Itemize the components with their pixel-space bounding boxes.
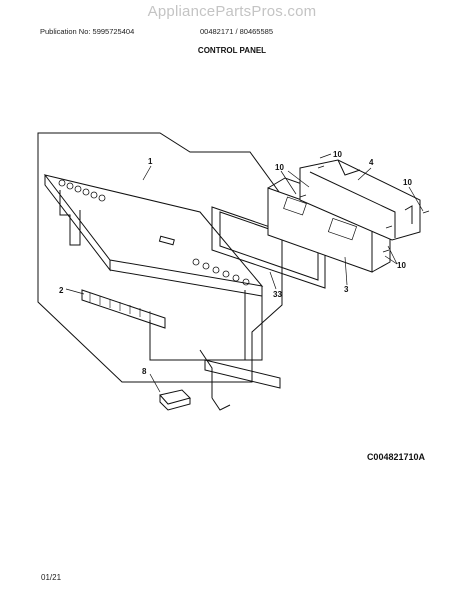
trim-strip-part-2 bbox=[81, 289, 166, 329]
connector-part-8 bbox=[159, 389, 191, 411]
site-watermark: AppliancePartsPros.com bbox=[147, 3, 317, 20]
callout-leader-lines bbox=[65, 153, 424, 393]
model-numbers: 00482171 / 80465585 bbox=[200, 27, 273, 36]
callout-10-left: 10 bbox=[275, 163, 284, 172]
publication-number: Publication No: 5995725404 bbox=[40, 27, 135, 36]
screws-part-10 bbox=[299, 165, 430, 253]
housing-part-4 bbox=[299, 159, 421, 241]
callout-33: 33 bbox=[273, 290, 282, 299]
control-panel-part-1 bbox=[43, 174, 264, 361]
section-title: CONTROL PANEL bbox=[197, 46, 267, 55]
callout-4: 4 bbox=[369, 158, 374, 167]
footer-date: 01/21 bbox=[41, 573, 62, 582]
callout-10-lower: 10 bbox=[397, 261, 406, 270]
callout-10-right: 10 bbox=[403, 178, 412, 187]
callout-8: 8 bbox=[142, 367, 147, 376]
callout-2: 2 bbox=[59, 286, 64, 295]
ribbon-strip bbox=[199, 349, 281, 411]
callout-3: 3 bbox=[344, 285, 349, 294]
callout-numbers: 1 2 3 33 4 8 10 10 10 10 bbox=[59, 150, 412, 376]
diagram-code: C004821710A bbox=[366, 452, 425, 462]
assembly-outline bbox=[37, 132, 283, 383]
callout-1: 1 bbox=[148, 157, 153, 166]
callout-10-top: 10 bbox=[333, 150, 342, 159]
